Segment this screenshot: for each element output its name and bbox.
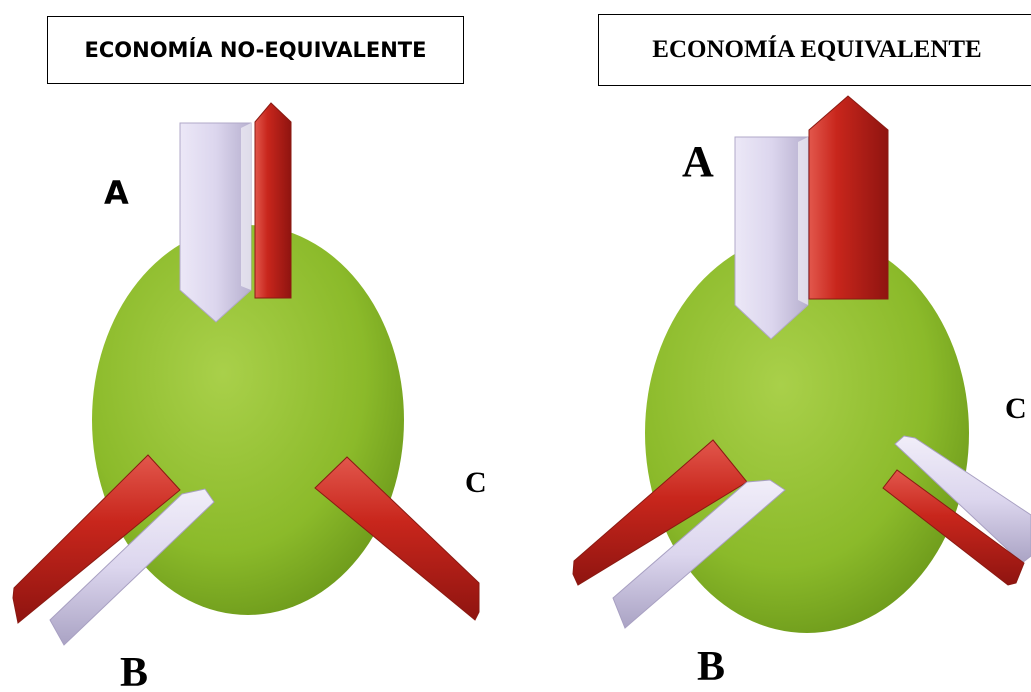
right-a-red-arrow <box>808 95 889 300</box>
left-panel-title: ECONOMÍA NO-EQUIVALENTE <box>47 16 464 84</box>
right-label-b: B <box>697 644 726 690</box>
left-panel-title-text: ECONOMÍA NO-EQUIVALENTE <box>84 38 427 62</box>
right-panel-title-text: ECONOMÍA EQUIVALENTE <box>652 36 982 63</box>
right-label-a: A <box>682 137 714 186</box>
left-a-lavender-arrow <box>179 122 252 323</box>
right-b-red-arrow <box>572 439 748 586</box>
left-a-lavender-bevel <box>241 123 251 290</box>
left-c-red-arrow <box>314 456 480 621</box>
left-b-red-arrow <box>12 454 181 624</box>
right-c-red-arrow <box>882 469 1025 586</box>
right-a-lavender-bevel <box>798 137 808 305</box>
right-panel-title: ECONOMÍA EQUIVALENTE <box>598 14 1031 86</box>
right-a-lavender-arrow <box>734 136 809 340</box>
right-b-lavender-arrow <box>612 479 786 629</box>
left-label-a: A <box>104 174 129 212</box>
right-label-c: C <box>1005 392 1027 425</box>
left-label-c: C <box>465 466 487 499</box>
left-b-lavender-arrow <box>49 488 215 646</box>
left-label-b: B <box>120 650 149 692</box>
left-a-red-arrow <box>254 102 292 299</box>
